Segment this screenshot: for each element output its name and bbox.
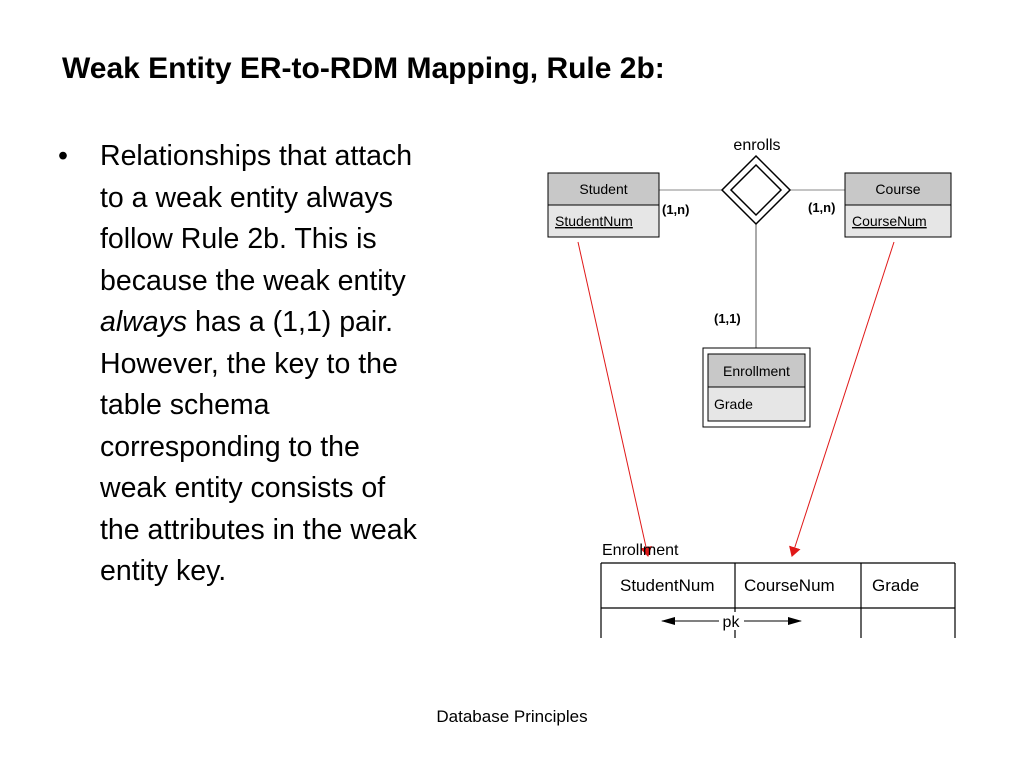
cardinality-weak-side: (1,1) — [714, 311, 741, 326]
bullet-line: However, the key to the — [100, 347, 398, 380]
primary-key-label: pk — [723, 614, 741, 631]
table-column-header: Grade — [872, 576, 919, 595]
weak-entity-enrollment: Enrollment Grade — [702, 347, 811, 428]
bullet-line: corresponding to the — [100, 430, 360, 463]
course-entity-name: Course — [875, 181, 920, 197]
mapping-arrow-coursenum — [789, 241, 895, 557]
student-entity-name: Student — [579, 181, 627, 197]
course-key-attribute: CourseNum — [852, 213, 927, 229]
bullet-line: Relationships that attach — [100, 140, 413, 172]
table-column-header: StudentNum — [620, 576, 715, 595]
bullet-line: entity key. — [100, 555, 227, 587]
student-key-attribute: StudentNum — [555, 213, 633, 229]
cardinality-course-side: (1,n) — [808, 200, 835, 215]
bullet-line: the attributes in the weak — [100, 513, 417, 546]
bullet-mark: • — [58, 140, 68, 172]
table-name: Enrollment — [602, 542, 679, 559]
mapping-arrow-studentnum — [577, 241, 652, 557]
bullet-line: follow Rule 2b. This is — [100, 223, 377, 255]
bullet-line: weak entity consists of — [100, 472, 386, 504]
bullet-line: because the weak entity — [100, 264, 406, 297]
emphasis-always: always — [100, 306, 188, 338]
bullet-line: table schema — [100, 389, 270, 421]
primary-key-indicator: pk — [661, 614, 802, 631]
bullet-line: to a weak entity always — [100, 181, 394, 214]
student-entity: Student StudentNum — [547, 172, 660, 238]
weak-entity-attribute: Grade — [714, 396, 753, 412]
slide-title: Weak Entity ER-to-RDM Mapping, Rule 2b: — [62, 52, 665, 85]
bullet-line: always has a (1,1) pair. — [100, 302, 500, 344]
cardinality-student-side: (1,n) — [662, 202, 689, 217]
weak-entity-name: Enrollment — [723, 363, 790, 379]
table-schema: StudentNum CourseNum Grade — [600, 562, 956, 638]
bullet-text: Relationships that attach to a weak enti… — [100, 136, 500, 593]
relationship-label: enrolls — [733, 137, 780, 154]
table-column-header: CourseNum — [744, 576, 835, 595]
relationship-diamond — [720, 154, 792, 226]
footer: Database Principles — [436, 707, 588, 726]
course-entity: Course CourseNum — [844, 172, 952, 238]
bullet-line-rest: has a (1,1) pair. — [187, 306, 394, 338]
